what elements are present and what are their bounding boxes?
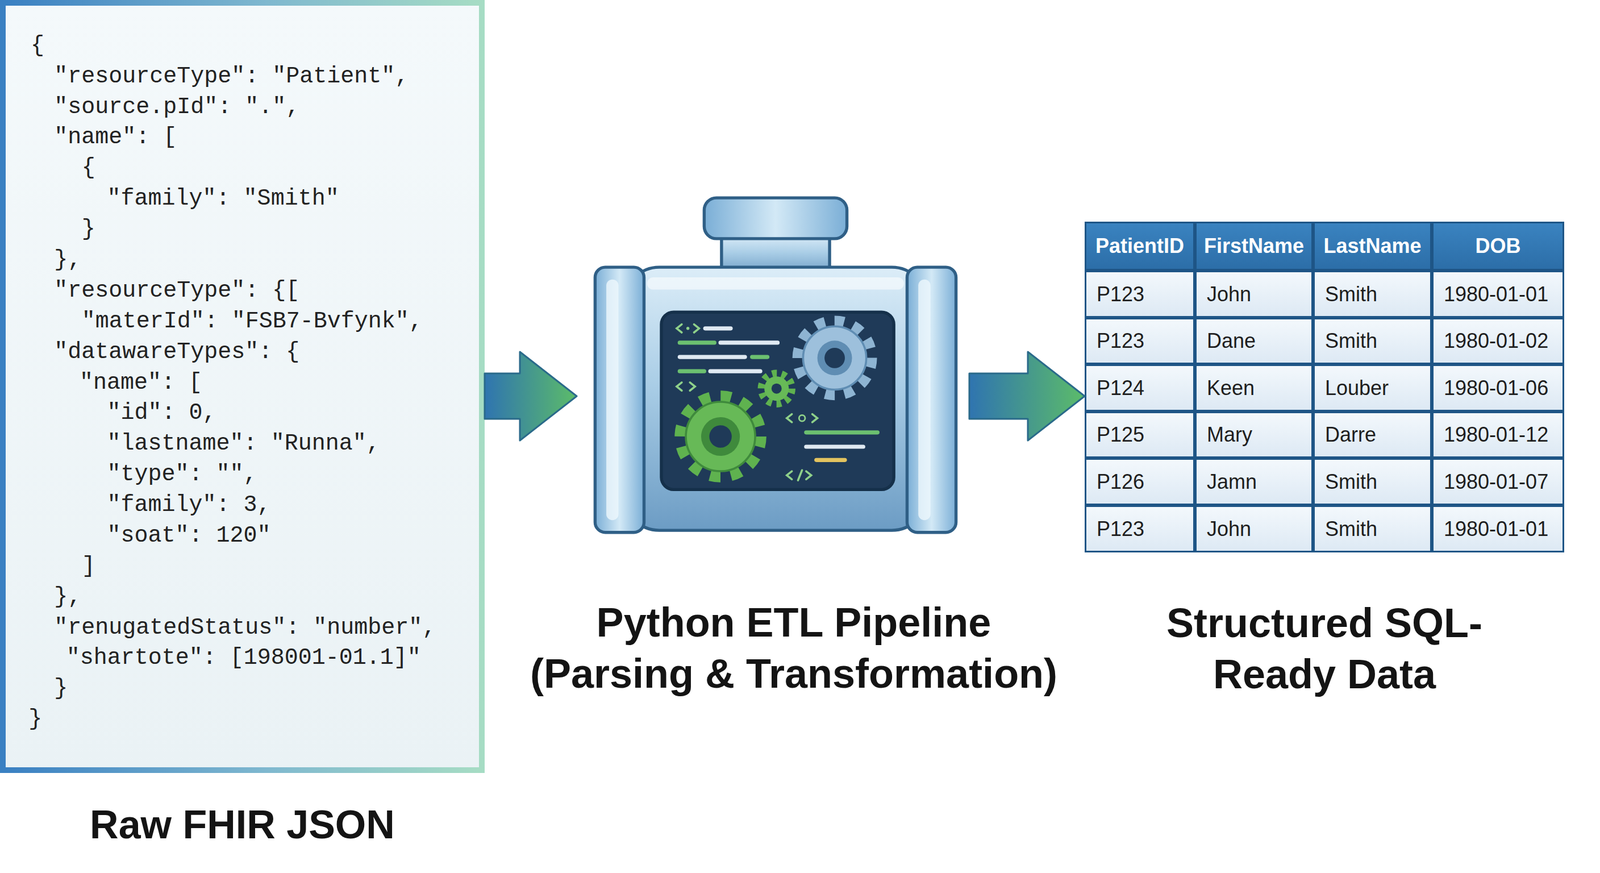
table-cell: P125 bbox=[1086, 413, 1194, 457]
table-cell: Louber bbox=[1314, 365, 1431, 410]
table-header-cell: LastName bbox=[1314, 223, 1431, 269]
code-line: "shartote": [198001-01.1]" bbox=[66, 642, 422, 674]
table-header-cell: FirstName bbox=[1196, 223, 1312, 269]
code-screen bbox=[661, 311, 894, 490]
table-cell: Smith bbox=[1314, 272, 1431, 316]
code-line: "source.pId": ".", bbox=[53, 92, 300, 123]
table-cell: P126 bbox=[1086, 459, 1194, 504]
code-line: "family": 3, bbox=[107, 489, 272, 521]
gear-ring bbox=[817, 340, 853, 375]
table-cell: P123 bbox=[1086, 272, 1194, 316]
stage-caption: Raw FHIR JSON bbox=[0, 798, 485, 850]
code-line: "materId": "FSB7-Bvfynk", bbox=[81, 306, 423, 337]
code-line: } bbox=[81, 214, 96, 245]
code-line: "resourceType": {[ bbox=[53, 275, 300, 307]
code-glyph bbox=[798, 414, 806, 422]
code-line: } bbox=[53, 673, 68, 704]
flange-shine bbox=[606, 279, 619, 520]
code-line: { bbox=[30, 30, 45, 62]
code-bar bbox=[710, 369, 761, 374]
code-line: ] bbox=[81, 551, 96, 582]
code-bar bbox=[679, 354, 745, 359]
gear-teeth bbox=[797, 321, 872, 395]
flange-shine bbox=[918, 279, 931, 520]
pipeline-illustration bbox=[576, 183, 970, 551]
table-cell: Dane bbox=[1196, 319, 1312, 363]
code-glyph bbox=[676, 382, 695, 391]
code-bar bbox=[705, 326, 731, 331]
code-line: "soat": 120" bbox=[107, 520, 272, 552]
gear-hole bbox=[709, 425, 732, 448]
table-cell: Jamn bbox=[1196, 459, 1312, 504]
stage-caption: Python ETL Pipeline (Parsing & Transform… bbox=[518, 596, 1070, 699]
pipe-highlight bbox=[647, 277, 904, 290]
code-bar bbox=[679, 369, 704, 374]
table-cell: P123 bbox=[1086, 506, 1194, 551]
code-line: "id": 0, bbox=[107, 397, 217, 429]
code-line: "datawareTypes": { bbox=[53, 336, 300, 368]
table-cell: 1980-01-01 bbox=[1433, 506, 1563, 551]
table-cell: 1980-01-02 bbox=[1433, 319, 1563, 363]
code-bar bbox=[679, 340, 715, 345]
gear-teeth bbox=[680, 396, 761, 477]
code-line: "resourceType": "Patient", bbox=[53, 61, 409, 93]
flow-arrow bbox=[484, 351, 577, 441]
table-cell: 1980-01-06 bbox=[1433, 365, 1563, 410]
code-bar bbox=[720, 340, 778, 345]
code-line: "lastname": "Runna", bbox=[107, 428, 381, 460]
code-line: "name": [ bbox=[79, 367, 203, 399]
gear-body bbox=[685, 401, 756, 472]
table-cell: Smith bbox=[1314, 319, 1431, 363]
pipe-body bbox=[624, 267, 927, 531]
code-panel: {"resourceType": "Patient","source.pId":… bbox=[0, 0, 485, 773]
pipe-cap bbox=[703, 197, 847, 239]
code-line: }, bbox=[53, 244, 82, 276]
table-cell: 1980-01-07 bbox=[1433, 459, 1563, 504]
code-line: }, bbox=[53, 581, 82, 613]
code-line: "family": "Smith" bbox=[107, 183, 340, 215]
table-cell: P123 bbox=[1086, 319, 1194, 363]
table-header-cell: PatientID bbox=[1086, 223, 1194, 269]
table-cell: 1980-01-12 bbox=[1433, 413, 1563, 457]
pipe-flange bbox=[906, 267, 956, 533]
table-header-cell: DOB bbox=[1433, 223, 1563, 269]
table-cell: John bbox=[1196, 506, 1312, 551]
gear-body bbox=[802, 326, 866, 390]
stage-caption: Structured SQL-Ready Data bbox=[1148, 597, 1501, 700]
gear-body bbox=[764, 376, 789, 401]
code-glyph bbox=[686, 326, 690, 330]
gear-teeth bbox=[761, 373, 793, 404]
code-line: { bbox=[81, 152, 96, 184]
table-cell: P124 bbox=[1086, 365, 1194, 410]
code-glyph bbox=[786, 469, 812, 481]
table-cell: Mary bbox=[1196, 413, 1312, 457]
code-bar bbox=[806, 444, 864, 449]
code-line: } bbox=[28, 703, 43, 735]
gear-ring bbox=[701, 417, 740, 456]
code-glyph bbox=[786, 414, 818, 423]
code-bar bbox=[752, 354, 768, 359]
data-table: Structured SQL-Ready DataPatientIDFirstN… bbox=[1084, 221, 1565, 553]
code-line: "name": [ bbox=[53, 122, 177, 153]
code-bar bbox=[806, 430, 878, 435]
table-cell: Smith bbox=[1314, 459, 1431, 504]
gear-hole bbox=[771, 383, 782, 394]
flow-arrow bbox=[969, 351, 1085, 441]
table-cell: John bbox=[1196, 272, 1312, 316]
gear-hole bbox=[824, 347, 845, 369]
code-bar bbox=[816, 457, 845, 462]
table-cell: Smith bbox=[1314, 506, 1431, 551]
code-line: "renugatedStatus": "number", bbox=[53, 612, 436, 644]
table-cell: 1980-01-01 bbox=[1433, 272, 1563, 316]
code-glyph bbox=[676, 324, 699, 333]
table-cell: Darre bbox=[1314, 413, 1431, 457]
table-cell: Keen bbox=[1196, 365, 1312, 410]
pipe-flange bbox=[594, 267, 644, 533]
code-line: "type": "", bbox=[107, 459, 258, 490]
